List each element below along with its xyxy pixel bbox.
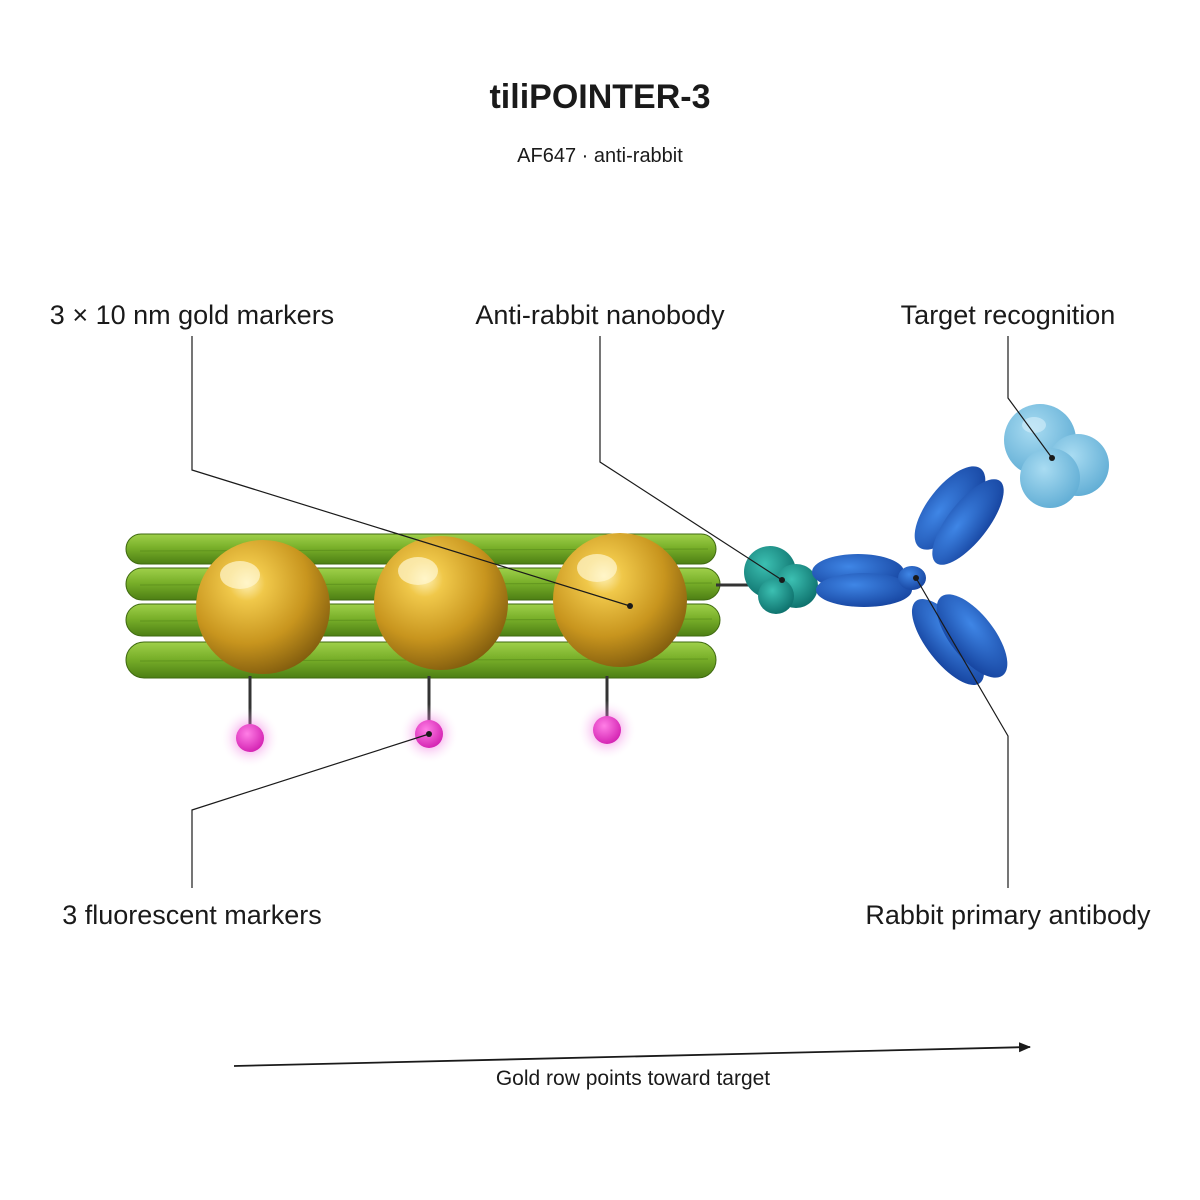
label-fluorescent-markers: 3 fluorescent markers [62, 900, 322, 930]
page-title: tiliPOINTER-3 [489, 78, 710, 116]
leader-target [1007, 336, 1055, 461]
target-antigen-icon [1004, 404, 1109, 508]
leader-gold-markers [191, 336, 633, 609]
gold-marker-2 [374, 536, 508, 670]
leader-nanobody [599, 336, 785, 583]
page-subtitle: AF647 · anti-rabbit [517, 145, 683, 167]
fluorescent-marker-2 [399, 676, 459, 764]
fluorescent-marker-1 [220, 676, 280, 768]
arrow-caption: Gold row points toward target [496, 1067, 770, 1090]
gold-marker-3 [553, 533, 687, 667]
label-gold-markers: 3 × 10 nm gold markers [50, 300, 334, 330]
direction-arrow [233, 1042, 1031, 1067]
label-nanobody: Anti-rabbit nanobody [475, 300, 725, 330]
fluorescent-marker-3 [577, 676, 637, 760]
leader-fluorescent [191, 731, 432, 888]
label-primary-antibody: Rabbit primary antibody [865, 900, 1151, 930]
gold-marker-1 [196, 540, 330, 674]
leader-antibody [913, 575, 1009, 888]
label-target-recognition: Target recognition [901, 300, 1116, 330]
